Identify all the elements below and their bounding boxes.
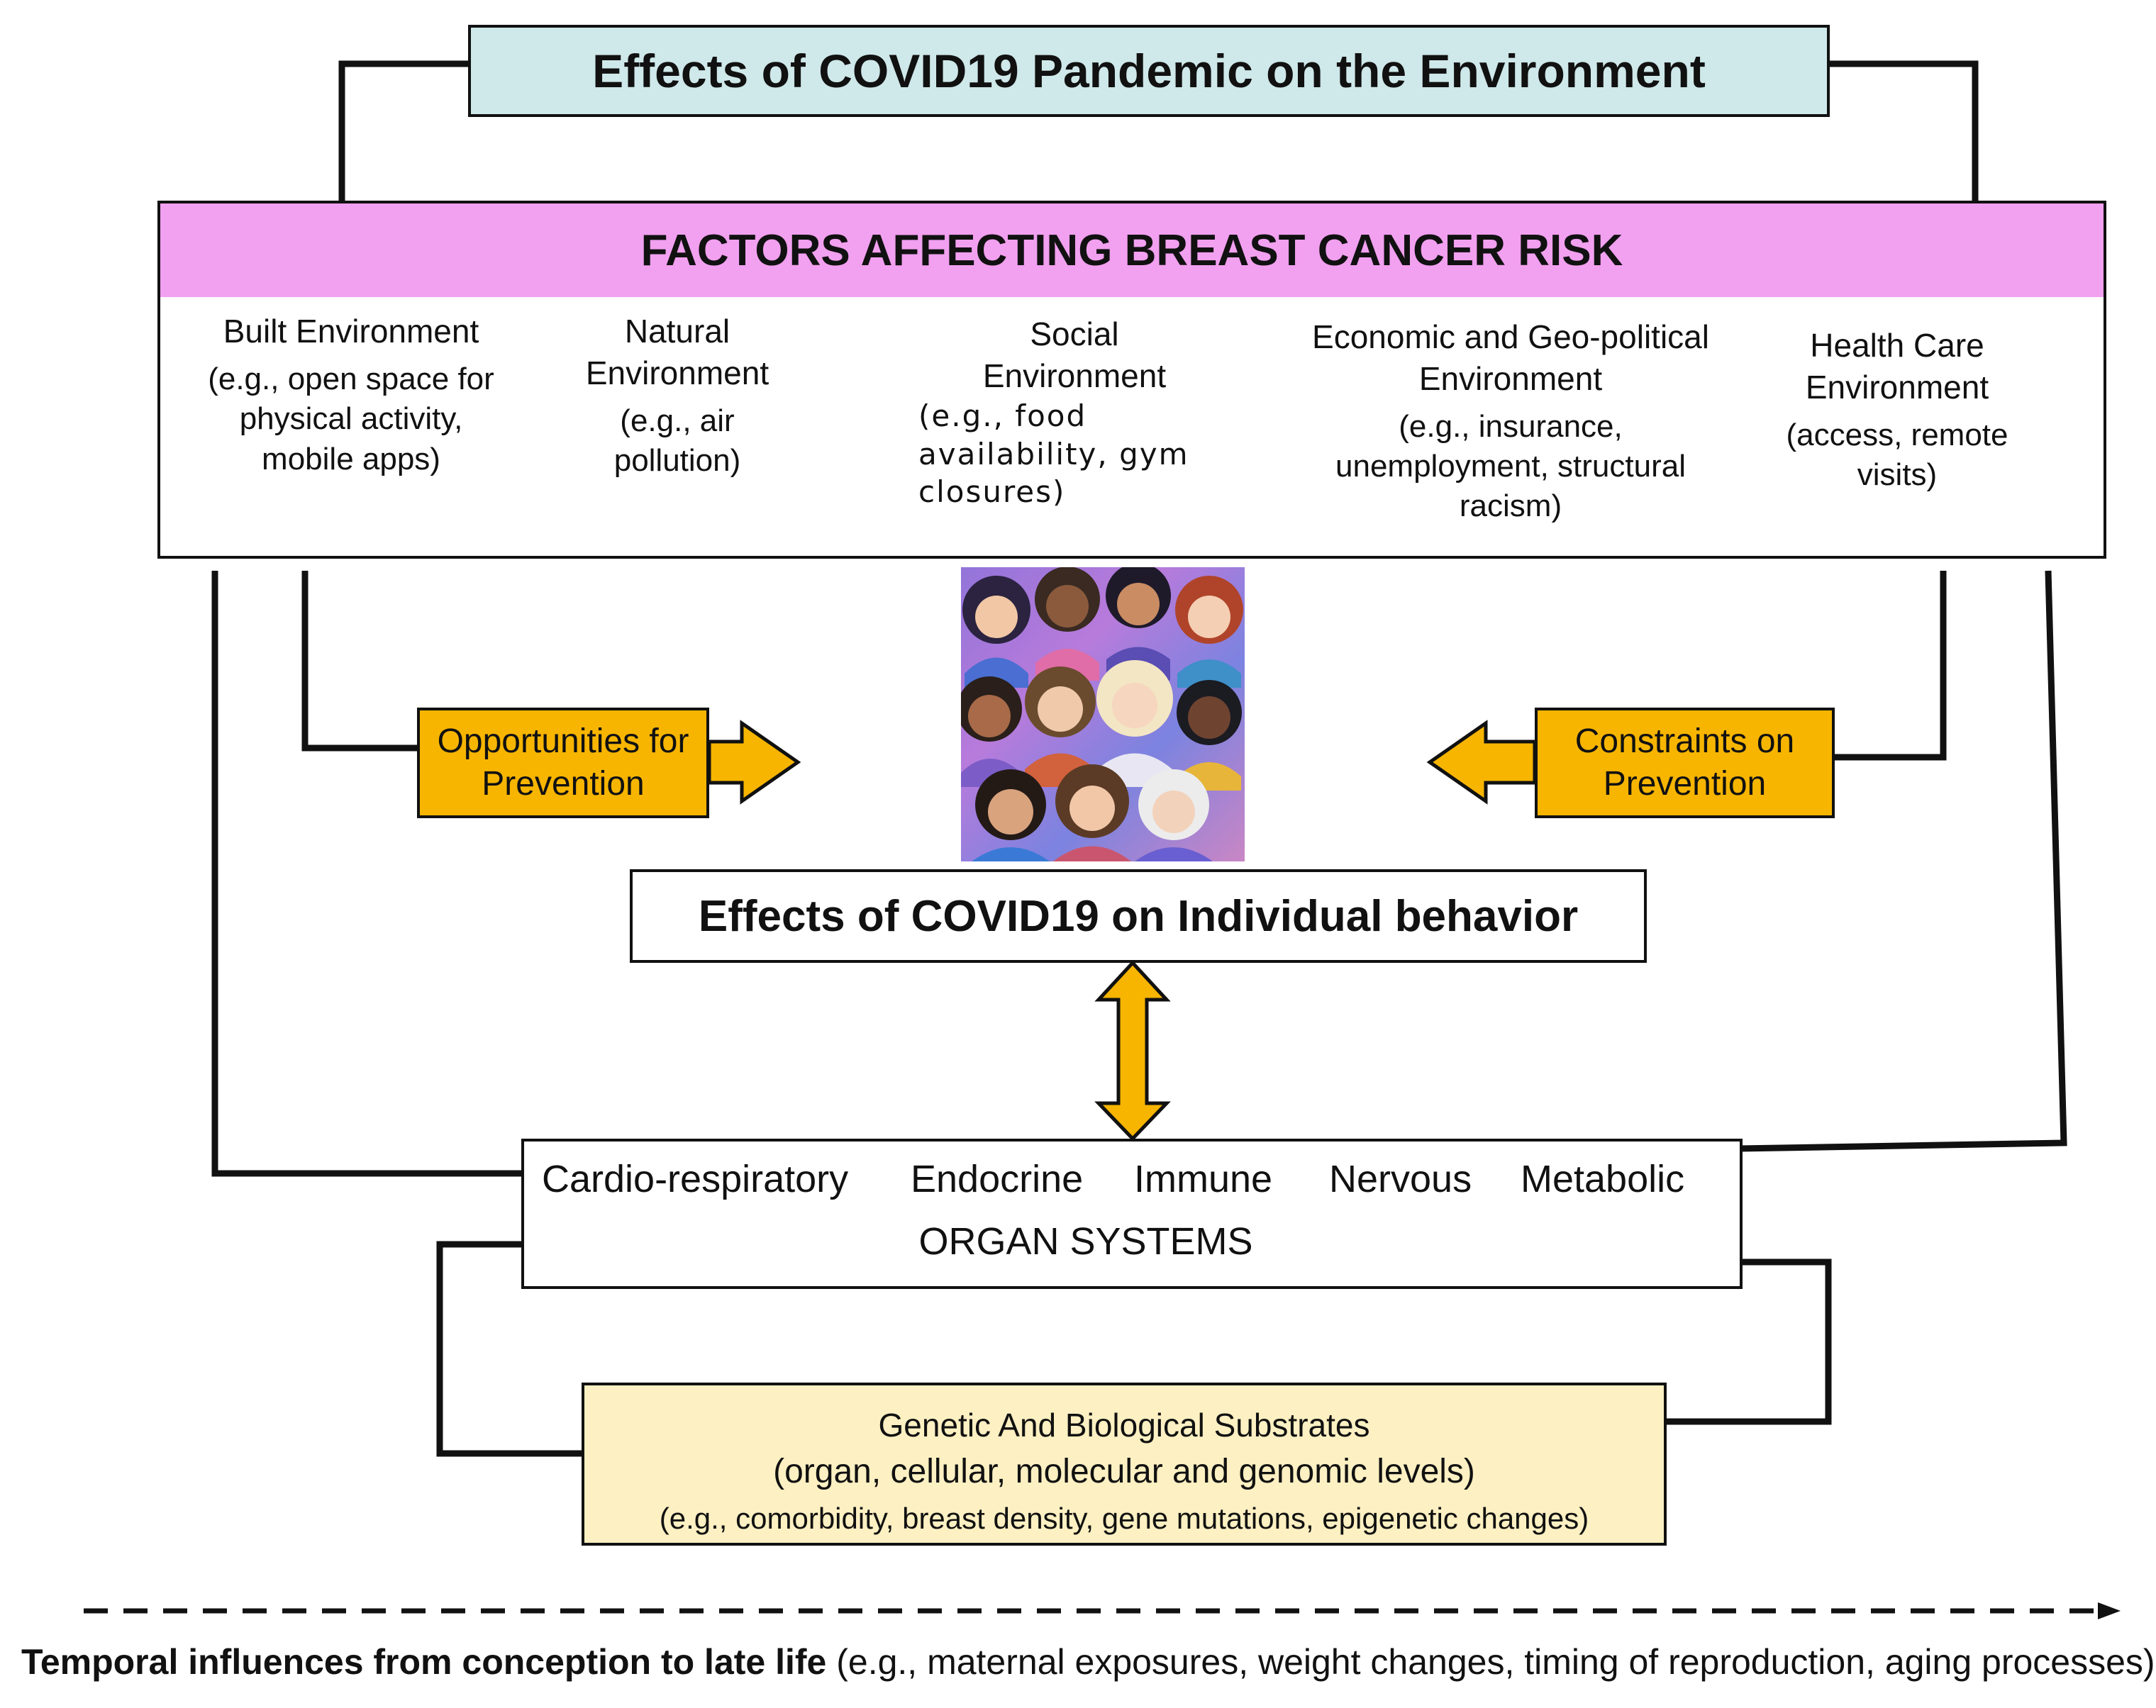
connector-title-right (1830, 60, 1979, 202)
connector-organ-genetic-right (1667, 1258, 1832, 1425)
diagram-title: Effects of COVID19 Pandemic on the Envir… (592, 45, 1706, 97)
factor-example: (e.g., insurance, unemployment, structur… (1335, 408, 1686, 524)
factor-health-care: Health Care Environment (access, remote … (1766, 325, 2028, 495)
temporal-caption: Temporal influences from conception to l… (21, 1641, 2155, 1682)
women-group-icon (961, 567, 1245, 861)
behavior-organ-double-arrow (1094, 960, 1171, 1142)
constraints-box: Constraints on Prevention (1535, 708, 1835, 818)
factor-title: Social Environment (982, 316, 1167, 394)
constraints-text: Constraints on Prevention (1574, 722, 1795, 803)
factors-header-text: FACTORS AFFECTING BREAST CANCER RISK (640, 225, 1623, 275)
factor-title: Economic and Geo-political Environment (1312, 318, 1709, 397)
organ-system-item: Cardio-respiratory (542, 1158, 849, 1200)
genetic-title: Genetic And Biological Substrates (878, 1407, 1370, 1444)
individual-behavior-box: Effects of COVID19 on Individual behavio… (630, 869, 1647, 963)
factor-social-environment: Social Environment (e.g., food availabil… (918, 313, 1230, 511)
factors-header: FACTORS AFFECTING BREAST CANCER RISK (160, 203, 2104, 297)
factor-example: (e.g., food availability, gym closures) (918, 398, 1189, 510)
connector-organ-genetic-left (436, 1241, 582, 1457)
connector-factors-organ-right (1738, 570, 2067, 1152)
genetic-examples: (e.g., comorbidity, breast density, gene… (659, 1501, 1589, 1535)
opportunities-text: Opportunities for Prevention (437, 722, 689, 803)
factor-title: Health Care Environment (1805, 327, 1989, 406)
factors-box: FACTORS AFFECTING BREAST CANCER RISK (157, 201, 2106, 559)
opportunities-arrow (707, 720, 801, 805)
factor-built-environment: Built Environment (e.g., open space for … (191, 311, 511, 479)
connector-factors-organ-left (211, 571, 525, 1177)
factor-example: (e.g., open space for physical activity,… (208, 361, 494, 476)
constraints-arrow (1426, 720, 1537, 805)
organ-system-item: Metabolic (1521, 1158, 1685, 1200)
organ-system-item: Endocrine (911, 1158, 1084, 1200)
organ-systems-label: ORGAN SYSTEMS (918, 1220, 1253, 1263)
women-illustration (961, 567, 1245, 861)
genetic-box: Genetic And Biological Substrates (organ… (582, 1383, 1667, 1546)
temporal-caption-bold: Temporal influences from conception to l… (21, 1642, 827, 1682)
genetic-levels: (organ, cellular, molecular and genomic … (773, 1453, 1475, 1491)
factor-economic-geopolitical: Economic and Geo-political Environment (… (1298, 316, 1723, 527)
factor-natural-environment: Natural Environment (e.g., air pollution… (553, 311, 801, 481)
organ-system-item: Immune (1134, 1158, 1273, 1200)
connector-opportunities (301, 571, 417, 752)
organ-systems-box: Cardio-respiratory Endocrine Immune Nerv… (521, 1139, 1743, 1289)
connector-constraints (1835, 571, 1947, 761)
factor-title: Natural Environment (585, 313, 769, 391)
title-box: Effects of COVID19 Pandemic on the Envir… (468, 25, 1830, 117)
timeline-arrowhead (2098, 1602, 2121, 1619)
organ-system-item: Nervous (1329, 1158, 1472, 1200)
individual-behavior-text: Effects of COVID19 on Individual behavio… (698, 891, 1579, 941)
opportunities-box: Opportunities for Prevention (417, 708, 709, 818)
factor-example: (access, remote visits) (1786, 417, 2008, 493)
factor-example: (e.g., air pollution) (613, 403, 741, 479)
connector-title-left (338, 60, 468, 202)
temporal-caption-examples: (e.g., maternal exposures, weight change… (826, 1642, 2155, 1682)
factor-title: Built Environment (223, 313, 479, 350)
